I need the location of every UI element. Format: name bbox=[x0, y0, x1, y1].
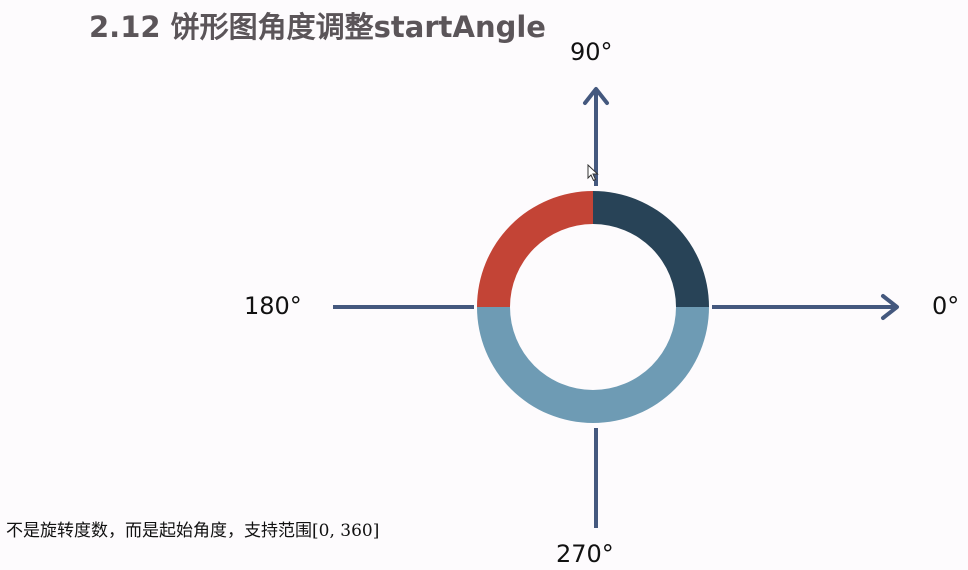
mouse-pointer-icon bbox=[587, 164, 599, 182]
note-text: 不是旋转度数，而是起始角度，支持范围[0, 360] bbox=[6, 521, 380, 541]
angle-label-90: 90° bbox=[570, 38, 613, 66]
donut-slice-2 bbox=[477, 191, 593, 307]
arrow-up-icon bbox=[583, 87, 609, 105]
donut-slice-3 bbox=[477, 307, 709, 423]
donut-chart bbox=[477, 191, 709, 423]
arrow-right-icon bbox=[881, 294, 899, 320]
angle-label-0: 0° bbox=[932, 292, 960, 320]
page-title: 2.12 饼形图角度调整startAngle bbox=[89, 10, 546, 44]
angle-label-270: 270° bbox=[556, 540, 614, 568]
donut-slice-1 bbox=[593, 191, 709, 307]
angle-label-180: 180° bbox=[244, 292, 302, 320]
